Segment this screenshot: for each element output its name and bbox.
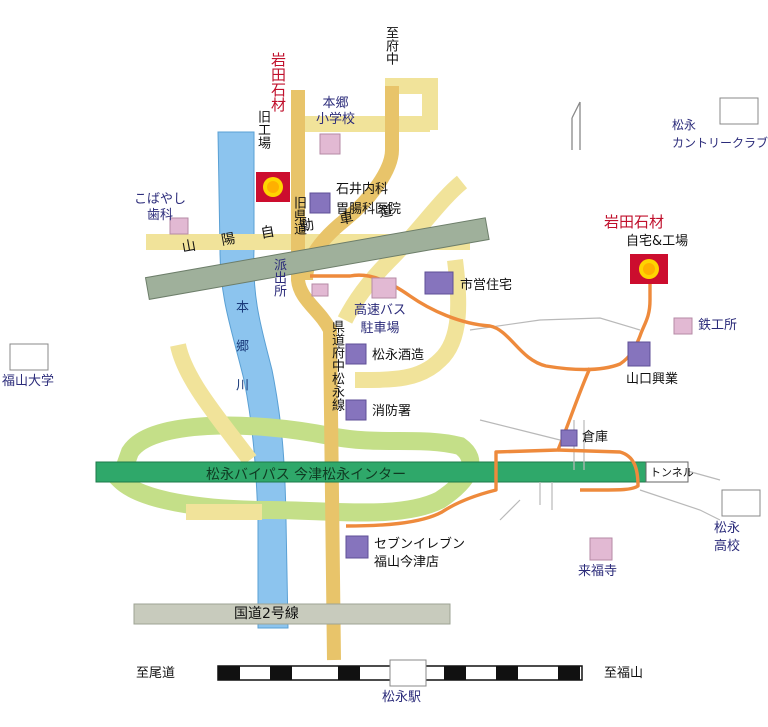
iwata-old-factory-marker-icon bbox=[256, 172, 290, 202]
label-matsunaga-sake: 松永酒造 bbox=[372, 348, 425, 363]
bus-parking-building bbox=[371, 277, 397, 299]
west-diagonal-road bbox=[170, 343, 257, 465]
label-matsunaga-cc: 松永 カントリークラブ bbox=[672, 118, 768, 150]
label-kobayashi-dental: こばやし 歯科 bbox=[134, 192, 187, 223]
label-city-housing: 市営住宅 bbox=[460, 278, 513, 293]
label-prefectural-road: 県道府中松永線 bbox=[329, 320, 344, 411]
yamaguchi-kogyo-building bbox=[627, 341, 651, 367]
label-police-box: 派出所 bbox=[271, 258, 286, 297]
route2-road bbox=[133, 603, 451, 625]
label-fire-station: 消防署 bbox=[372, 404, 412, 419]
northeast-road bbox=[337, 175, 468, 324]
label-bus-parking: 高速バス 駐車場 bbox=[354, 303, 407, 336]
label-matsunaga-station: 松永駅 bbox=[382, 690, 422, 705]
sanyo-expressway bbox=[144, 217, 490, 300]
local-street bbox=[683, 469, 721, 481]
iwata-factory-marker-icon bbox=[630, 254, 668, 284]
east-curve-road bbox=[354, 259, 467, 388]
city-housing-building bbox=[424, 271, 454, 295]
label-hongo-elementary: 本郷 小学校 bbox=[316, 96, 356, 127]
label-tunnel: トンネル bbox=[650, 466, 694, 479]
local-street bbox=[499, 499, 521, 521]
label-seven-eleven: セブンイレブン 福山今津店 bbox=[374, 537, 466, 570]
label-to-fukuyama: 至福山 bbox=[604, 666, 644, 681]
police-box-building bbox=[311, 283, 329, 297]
hongo-river bbox=[217, 131, 289, 629]
fire-station-building bbox=[345, 399, 367, 421]
tunnel-box bbox=[645, 461, 689, 483]
local-street bbox=[479, 419, 561, 441]
label-home-factory: 自宅&工場 bbox=[626, 234, 689, 249]
matsunaga-sake-building bbox=[345, 343, 367, 365]
label-iwata-sekizai-old: 岩田石材 bbox=[269, 52, 287, 112]
label-yamaguchi-kogyo: 山口興業 bbox=[626, 372, 679, 387]
north-arrow-icon bbox=[571, 101, 581, 150]
label-warehouse: 倉庫 bbox=[582, 430, 609, 445]
route-line bbox=[310, 273, 652, 372]
label-hongo-river: 本郷川 bbox=[233, 300, 248, 417]
local-street bbox=[469, 317, 641, 331]
label-matsunaga-hs: 松永 高校 bbox=[714, 521, 741, 554]
label-matsunaga-bypass: 松永バイパス 今津松永インター bbox=[206, 467, 407, 483]
label-to-fuchu: 至府中 bbox=[383, 26, 398, 65]
ironworks-building bbox=[673, 317, 693, 335]
railway bbox=[217, 659, 583, 687]
north-road bbox=[385, 78, 438, 130]
label-ironworks: 鉄工所 bbox=[698, 318, 738, 333]
label-ishii-clinic: 石井内科 胃腸科医院 bbox=[336, 182, 402, 217]
route-line bbox=[557, 448, 640, 492]
warehouse-building bbox=[560, 429, 578, 447]
fukuyama-univ-building bbox=[9, 343, 49, 371]
matsunaga-station-building bbox=[389, 659, 427, 687]
route-line bbox=[345, 367, 592, 528]
seven-eleven-building bbox=[345, 535, 369, 559]
label-iwata-sekizai: 岩田石材 bbox=[604, 213, 665, 231]
local-street bbox=[539, 482, 553, 510]
hongo-school-building bbox=[319, 133, 341, 155]
ishii-clinic-building bbox=[309, 192, 331, 214]
matsunaga-cc-building bbox=[719, 97, 759, 125]
label-raifukuji: 来福寺 bbox=[578, 564, 618, 579]
label-to-onomichi: 至尾道 bbox=[136, 666, 176, 681]
matsunaga-hs-building bbox=[721, 489, 761, 517]
local-street bbox=[639, 489, 721, 521]
label-fukuyama-univ: 福山大学 bbox=[2, 374, 55, 389]
kobayashi-dental-building bbox=[169, 217, 189, 235]
label-old-factory: 旧工場 bbox=[255, 110, 270, 149]
raifukuji-building bbox=[589, 537, 613, 561]
prefectural-road-fuchu-matsunaga bbox=[291, 90, 341, 661]
label-old-prefectural-road: 旧県道 bbox=[291, 196, 306, 235]
label-route2: 国道2号線 bbox=[234, 606, 299, 622]
